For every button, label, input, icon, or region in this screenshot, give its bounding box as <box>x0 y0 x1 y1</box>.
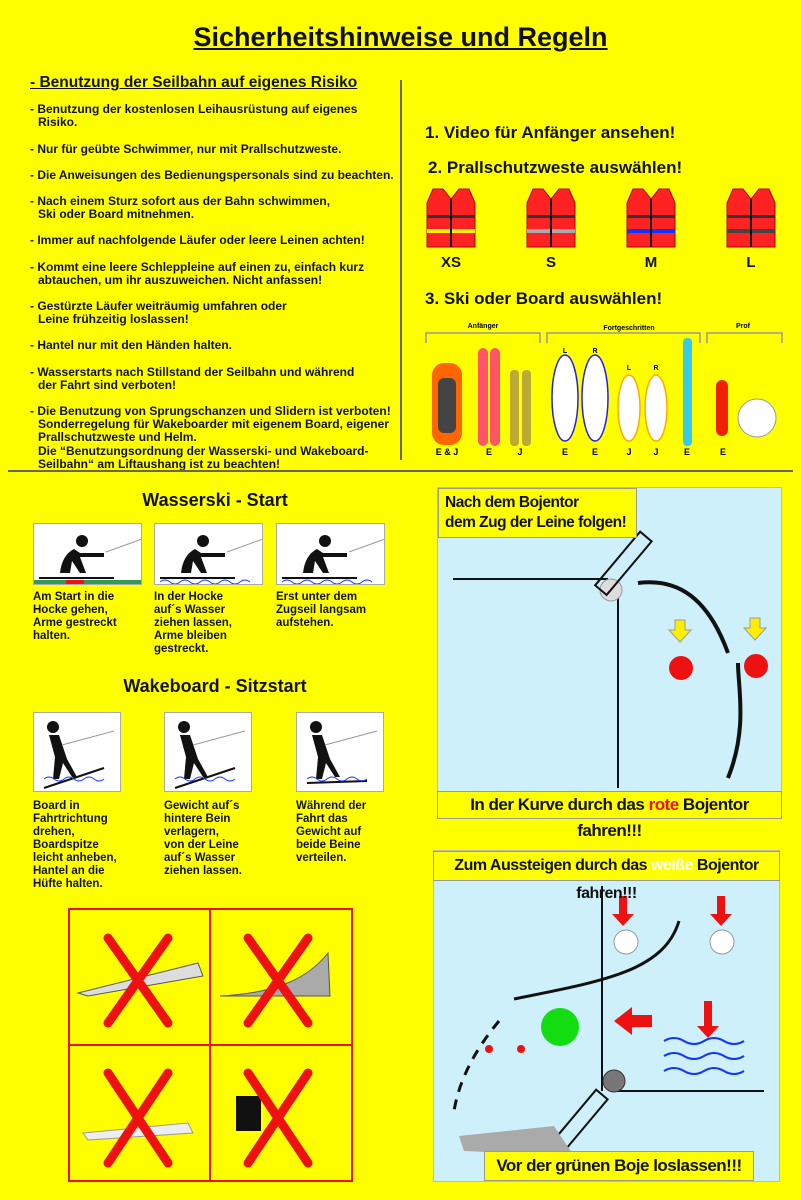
diagram-exit: Zum Aussteigen durch das weiße Bojentor … <box>433 850 780 1182</box>
slider-icon <box>82 1122 194 1141</box>
rule-item: - Nur für geübte Schwimmer, nur mit Pral… <box>30 141 342 156</box>
diagram-caption: Vor der grünen Boje loslassen!!! <box>484 1151 754 1181</box>
side-label: L <box>563 348 568 355</box>
life-vest-icon[interactable] <box>625 185 677 249</box>
wakeboard-heading: Wakeboard - Sitzstart <box>123 676 307 696</box>
diagram-buoy-gate: Nach dem Bojentor dem Zug der Leine folg… <box>437 487 782 840</box>
divider <box>400 80 402 460</box>
rule-item: - Kommt eine leere Schleppleine auf eine… <box>30 259 365 287</box>
boards-illustration: Anfänger Fortgeschritten Prof L R L R E … <box>425 323 783 457</box>
rule-item: - Immer auf nachfolgende Läufer oder lee… <box>30 233 365 248</box>
kicker-icon <box>219 951 331 997</box>
rule-item: - Benutzung der kostenlosen Leihausrüstu… <box>30 102 358 130</box>
step-2: 2. Prallschutzweste auswählen! <box>428 158 683 177</box>
swimmer-icon <box>236 1096 261 1131</box>
wasserski-heading: Wasserski - Start <box>142 490 288 510</box>
vest-size: S <box>545 254 556 271</box>
rule-item: - Nach einem Sturz sofort aus der Bahn s… <box>30 194 331 222</box>
wasserski-step-image <box>276 523 385 585</box>
board-group-label: Prof <box>736 323 751 330</box>
wakeboard-step-image <box>296 712 384 792</box>
life-vest-icon[interactable] <box>725 185 777 249</box>
board-label: E <box>720 447 726 457</box>
rule-item: - Gestürzte Läufer weiträumig umfahren o… <box>30 299 287 327</box>
board-group-label: Anfänger <box>468 323 499 330</box>
side-label: R <box>653 365 658 372</box>
page-title: Sicherheitshinweise und Regeln <box>193 22 608 52</box>
rule-item: - Wasserstarts nach Stillstand der Seilb… <box>30 364 355 392</box>
vest-size: M <box>644 254 658 271</box>
red-buoy <box>669 656 693 680</box>
board-label: E <box>684 447 690 457</box>
wakeboard-caption: Board in Fahrtrichtung drehen, Boardspit… <box>33 800 117 890</box>
life-vest-icon[interactable] <box>425 185 477 249</box>
diagram-caption: In der Kurve durch das rote Bojentor fah… <box>437 791 782 840</box>
step-3: 3. Ski oder Board auswählen! <box>425 289 663 308</box>
wasserski-caption: In der Hocke auf´s Wasser ziehen lassen,… <box>154 591 232 655</box>
white-buoy <box>613 929 639 955</box>
vest-size: XS <box>440 254 461 271</box>
step-1: 1. Video für Anfänger ansehen! <box>425 123 676 142</box>
side-label: R <box>592 348 597 355</box>
divider <box>8 470 793 472</box>
green-buoy <box>541 1008 579 1046</box>
tower-icon <box>593 530 654 597</box>
board-group-label: Fortgeschritten <box>603 325 654 332</box>
wasserski-step-image <box>33 523 142 585</box>
rules-list: - Benutzung der Seilbahn auf eigenes Ris… <box>30 74 400 484</box>
side-label: L <box>627 365 632 372</box>
prohibited-grid <box>68 908 353 1182</box>
rule-item: - Die Anweisungen des Bedienungspersonal… <box>30 167 394 182</box>
wakeboard-step-image <box>164 712 252 792</box>
wasserski-step-image <box>154 523 263 585</box>
rule-item: - Die Benutzung von Sprungschanzen und S… <box>30 404 391 471</box>
board-label: E <box>562 447 568 457</box>
rule-item: - Hantel nur mit den Händen halten. <box>30 338 233 353</box>
board-label: E & J <box>436 447 459 457</box>
wasserski-caption: Erst unter dem Zugseil langsam aufstehen… <box>276 591 367 629</box>
board-label: E <box>486 447 492 457</box>
board-label: J <box>517 447 522 457</box>
vest-size: L <box>746 254 756 271</box>
wakeboard-caption: Während der Fahrt das Gewicht auf beide … <box>296 800 367 864</box>
wakeboard-caption: Gewicht auf´s hintere Bein verlagern, vo… <box>164 800 242 877</box>
diagram-caption: Nach dem Bojentor dem Zug der Leine folg… <box>438 488 637 538</box>
white-buoy <box>709 929 735 955</box>
wasserski-caption: Am Start in die Hocke gehen, Arme gestre… <box>33 591 117 642</box>
diagram-caption: Zum Aussteigen durch das weiße Bojentor … <box>433 851 780 902</box>
board-label: E <box>592 447 598 457</box>
red-buoy <box>744 654 768 678</box>
board-label: J <box>653 447 658 457</box>
rules-heading: - Benutzung der Seilbahn auf eigenes Ris… <box>30 74 358 91</box>
wakeboard-step-image <box>33 712 121 792</box>
life-vest-icon[interactable] <box>525 185 577 249</box>
board-label: J <box>626 447 631 457</box>
